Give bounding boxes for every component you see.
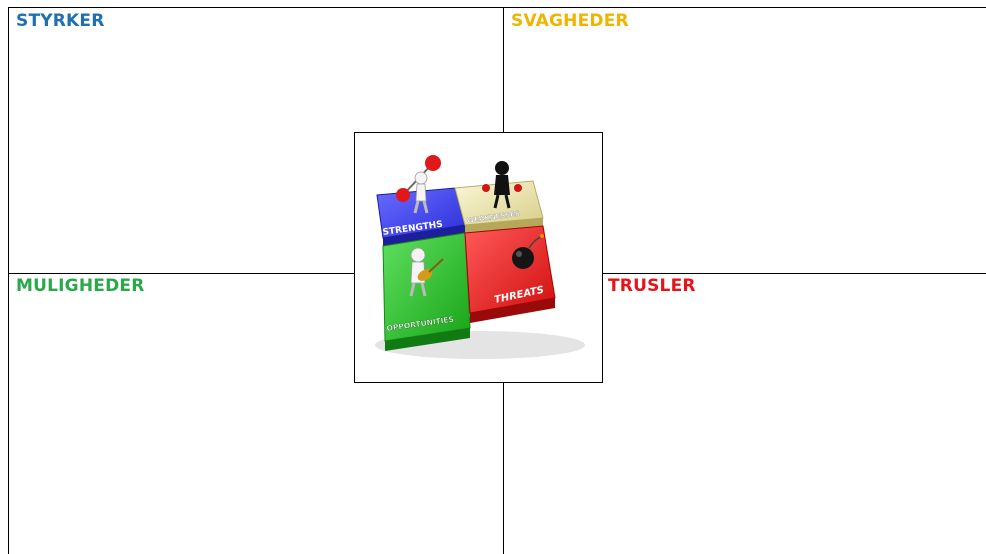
weaknesses-heading: SVAGHEDER <box>511 11 629 31</box>
left-border-line <box>8 7 9 554</box>
swot-graphic: STRENGTHS WEAKNESSES OPPORTUNITIES THREA… <box>355 133 604 384</box>
swot-illustration: STRENGTHS WEAKNESSES OPPORTUNITIES THREA… <box>354 132 603 383</box>
threats-tile: THREATS <box>465 226 555 323</box>
opportunities-heading: MULIGHEDER <box>16 276 145 296</box>
opportunities-tile: OPPORTUNITIES <box>383 233 470 351</box>
strengths-heading: STYRKER <box>16 11 105 31</box>
top-border-line <box>8 7 986 8</box>
threats-heading: TRUSLER <box>608 276 696 296</box>
